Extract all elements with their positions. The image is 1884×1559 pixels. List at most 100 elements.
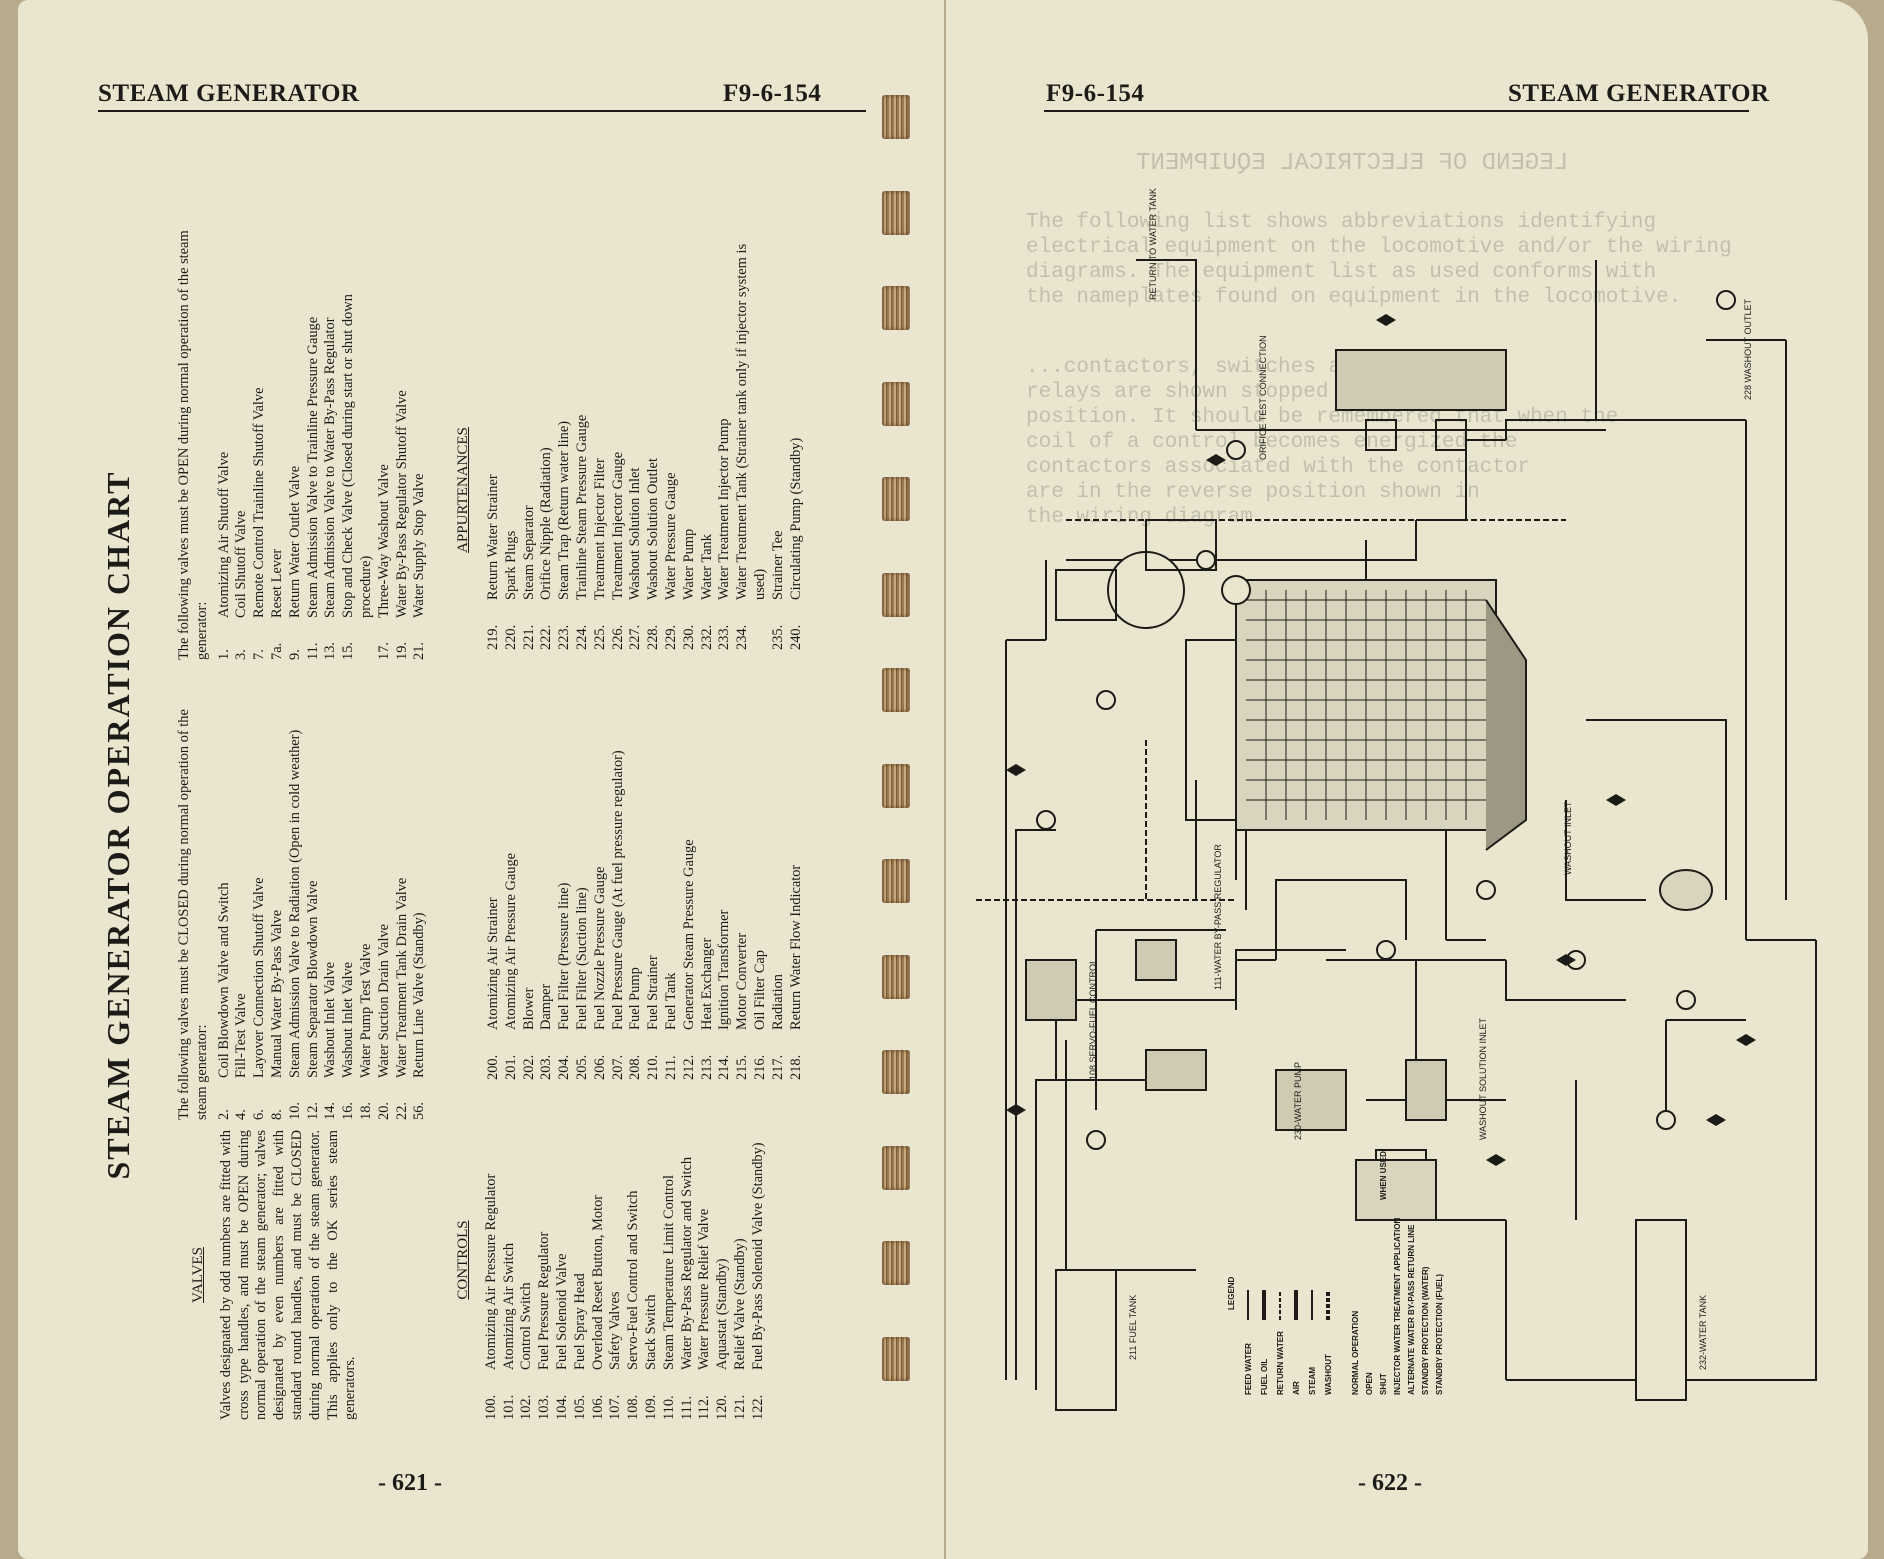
appurtenance-item-number: 204. bbox=[556, 1054, 573, 1080]
appurtenance-item-number: 210. bbox=[645, 1054, 662, 1080]
appurtenance-item: 224.Trainline Steam Pressure Gauge bbox=[574, 230, 592, 650]
control-item: 109.Stack Switch bbox=[643, 1100, 661, 1420]
appurtenance-item-text: Water Pump bbox=[680, 528, 697, 600]
control-item-text: Atomizing Air Pressure Regulator bbox=[482, 1173, 499, 1370]
legend-symbol-label: INJECTOR WATER TREATMENT APPLICATION bbox=[1393, 1217, 1402, 1395]
appurtenance-item-number: 225. bbox=[591, 624, 608, 650]
appurtenance-item: 206.Fuel Nozzle Pressure Gauge bbox=[592, 670, 610, 1080]
svg-text:108 SERVO-FUEL CONTROL: 108 SERVO-FUEL CONTROL bbox=[1088, 959, 1098, 1080]
control-item-text: Safety Valves bbox=[607, 1291, 624, 1370]
closed-valve-item: 16.Washout Inlet Valve bbox=[340, 680, 358, 1120]
closed-valve-item-text: Washout Inlet Valve bbox=[322, 961, 339, 1078]
page-header-code: F9-6-154 bbox=[1046, 80, 1145, 107]
appurtenance-item: 207. Fuel Pressure Gauge (At fuel pressur… bbox=[610, 670, 628, 1080]
appurtenance-item: 226.Treatment Injector Gauge bbox=[610, 230, 628, 650]
svg-text:111-WATER BY-PASS REGULATOR: 111-WATER BY-PASS REGULATOR bbox=[1213, 844, 1223, 990]
control-item: 120.Aquastat (Standby) bbox=[714, 1100, 732, 1420]
appurtenance-item-text: Strainer Tee bbox=[769, 530, 786, 600]
appurtenance-item-text: Spark Plugs bbox=[502, 530, 519, 600]
appurtenance-item-text: Generator Steam Pressure Gauge bbox=[680, 839, 697, 1030]
appurtenance-item-number: 222. bbox=[538, 624, 555, 650]
appurtenance-item-text: Treatment Injector Filter bbox=[591, 458, 608, 600]
appurtenance-item: 211.Fuel Tank bbox=[663, 670, 681, 1081]
control-item-text: Servo-Fuel Control and Switch bbox=[625, 1190, 642, 1370]
open-valve-item-number: 1. bbox=[215, 649, 232, 660]
appurtenance-item-text: Heat Exchanger bbox=[698, 937, 715, 1030]
closed-valve-item: 22.Water Treatment Tank Drain Valve bbox=[394, 680, 412, 1120]
open-valve-item-text: Water Supply Stop Valve bbox=[411, 473, 428, 618]
appurtenance-item: 200.Atomizing Air Strainer bbox=[485, 670, 503, 1080]
appurtenance-item-text: Washout Solution Inlet bbox=[627, 467, 644, 600]
control-item-number: 102. bbox=[518, 1394, 535, 1420]
svg-text:230-WATER PUMP: 230-WATER PUMP bbox=[1293, 1062, 1303, 1140]
open-valve-item-number: 7a. bbox=[268, 642, 285, 660]
svg-text:WHEN USED: WHEN USED bbox=[1379, 1151, 1388, 1200]
header-rule bbox=[98, 110, 866, 112]
appurtenance-item-text: Atomizing Air Pressure Gauge bbox=[502, 852, 519, 1030]
valve-symbols bbox=[1006, 314, 1756, 1166]
page-number-left: - 621 - bbox=[378, 1470, 442, 1496]
appurtenance-item: 222. Orifice Nipple (Radiation) bbox=[538, 230, 556, 650]
steam-generator-piping-diagram: 108 SERVO-FUEL CONTROL 111-WATER BY-PASS… bbox=[976, 188, 1817, 1411]
spiral-ring bbox=[882, 668, 910, 712]
control-item-text: Water By-Pass Regulator and Switch bbox=[678, 1156, 695, 1370]
appurtenance-item-text: Orifice Nipple (Radiation) bbox=[538, 447, 555, 600]
control-item: 121.Relief Valve (Standby) bbox=[732, 1100, 750, 1420]
appurtenances-section: APPURTENANCES bbox=[455, 230, 483, 1080]
control-item-number: 109. bbox=[642, 1394, 659, 1420]
control-item-text: Water Pressure Relief Valve bbox=[696, 1208, 713, 1370]
control-item: 112.Water Pressure Relief Valve bbox=[696, 1100, 714, 1420]
appurtenance-item-number: 218. bbox=[787, 1054, 804, 1080]
closed-valve-item-number: 20. bbox=[375, 1102, 392, 1120]
water-tank bbox=[1635, 1219, 1687, 1401]
spiral-ring bbox=[882, 190, 910, 235]
page-header-title: STEAM GENERATOR bbox=[98, 80, 360, 107]
legend-row-label: STEAM bbox=[1308, 1367, 1317, 1395]
closed-valve-item: 20.Water Suction Drain Valve bbox=[376, 680, 394, 1120]
appurtenance-item-number: 203. bbox=[538, 1054, 555, 1080]
control-item-text: Fuel Pressure Regulator bbox=[536, 1231, 553, 1370]
appurtenance-item: 201.Atomizing Air Pressure Gauge bbox=[503, 670, 521, 1080]
appurtenance-item: 213.Heat Exchanger bbox=[699, 670, 717, 1080]
appurtenance-item-text: Blower bbox=[520, 987, 537, 1030]
open-intro: The following valves must be OPEN during… bbox=[176, 230, 210, 660]
fuel-tank bbox=[1055, 1269, 1117, 1411]
appurtenance-item: 227.Washout Solution Inlet bbox=[627, 230, 645, 650]
appurtenance-item-text: Oil Filter Cap bbox=[751, 950, 768, 1030]
control-item-number: 111. bbox=[678, 1395, 695, 1420]
appurtenance-item-number: 233. bbox=[716, 624, 733, 650]
appurtenance-item: 205.Fuel Filter (Suction line) bbox=[574, 670, 592, 1080]
open-valve-item-text: Reset Lever bbox=[268, 548, 285, 618]
appurtenance-item: 233. Water Treatment Injector Pump bbox=[716, 230, 734, 650]
closed-valve-item-text: Return Line Valve (Standby) bbox=[411, 912, 428, 1078]
closed-valve-item-text: Steam Admission Valve to Radiation (Open… bbox=[286, 729, 303, 1078]
open-valve-item-text: Water By-Pass Regulator Shutoff Valve bbox=[393, 390, 410, 618]
appurtenance-item-number: 221. bbox=[520, 624, 537, 650]
open-valve-item: 21.Water Supply Stop Valve bbox=[411, 230, 429, 660]
appurtenance-item-number: 207. bbox=[609, 1054, 626, 1080]
appurtenance-item-number: 229. bbox=[662, 624, 679, 650]
appurtenance-item-text: Steam Trap (Return water line) bbox=[556, 420, 573, 600]
appurtenances-heading: APPURTENANCES bbox=[455, 427, 471, 553]
control-item: 110.Steam Temperature Limit Control bbox=[661, 1100, 679, 1420]
appurtenance-item-text: Treatment Injector Gauge bbox=[609, 451, 626, 600]
spiral-ring bbox=[882, 95, 910, 139]
spiral-ring bbox=[882, 859, 910, 903]
closed-valve-item-text: Layover Connection Shutoff Valve bbox=[251, 877, 268, 1079]
appurtenance-item-number: 219. bbox=[485, 624, 501, 650]
appurtenance-item-text: Circulating Pump (Standby) bbox=[787, 437, 804, 600]
control-item-text: Fuel Spray Head bbox=[571, 1273, 588, 1370]
open-valve-item: 11.Steam Admission Valve to Trainline Pr… bbox=[305, 230, 323, 660]
appurtenance-item-number: 212. bbox=[680, 1054, 697, 1080]
svg-text:228 WASHOUT OUTLET: 228 WASHOUT OUTLET bbox=[1743, 298, 1753, 400]
appurtenance-item: 214.Ignition Transformer bbox=[716, 670, 734, 1080]
appurtenance-item-text: Fuel Pressure Gauge (At fuel pressure re… bbox=[609, 750, 626, 1030]
appurtenance-item-text: Water Treatment Injector Pump bbox=[716, 418, 733, 600]
appurtenance-item-text: Damper bbox=[538, 983, 555, 1030]
open-valve-item-text: Atomizing Air Shutoff Valve bbox=[215, 451, 232, 618]
closed-valve-item-text: Coil Blowdown Valve and Switch bbox=[215, 882, 232, 1078]
open-valves-section: The following valves must be OPEN during… bbox=[176, 230, 429, 660]
appurtenance-item: 232.Water Tank bbox=[699, 230, 717, 650]
